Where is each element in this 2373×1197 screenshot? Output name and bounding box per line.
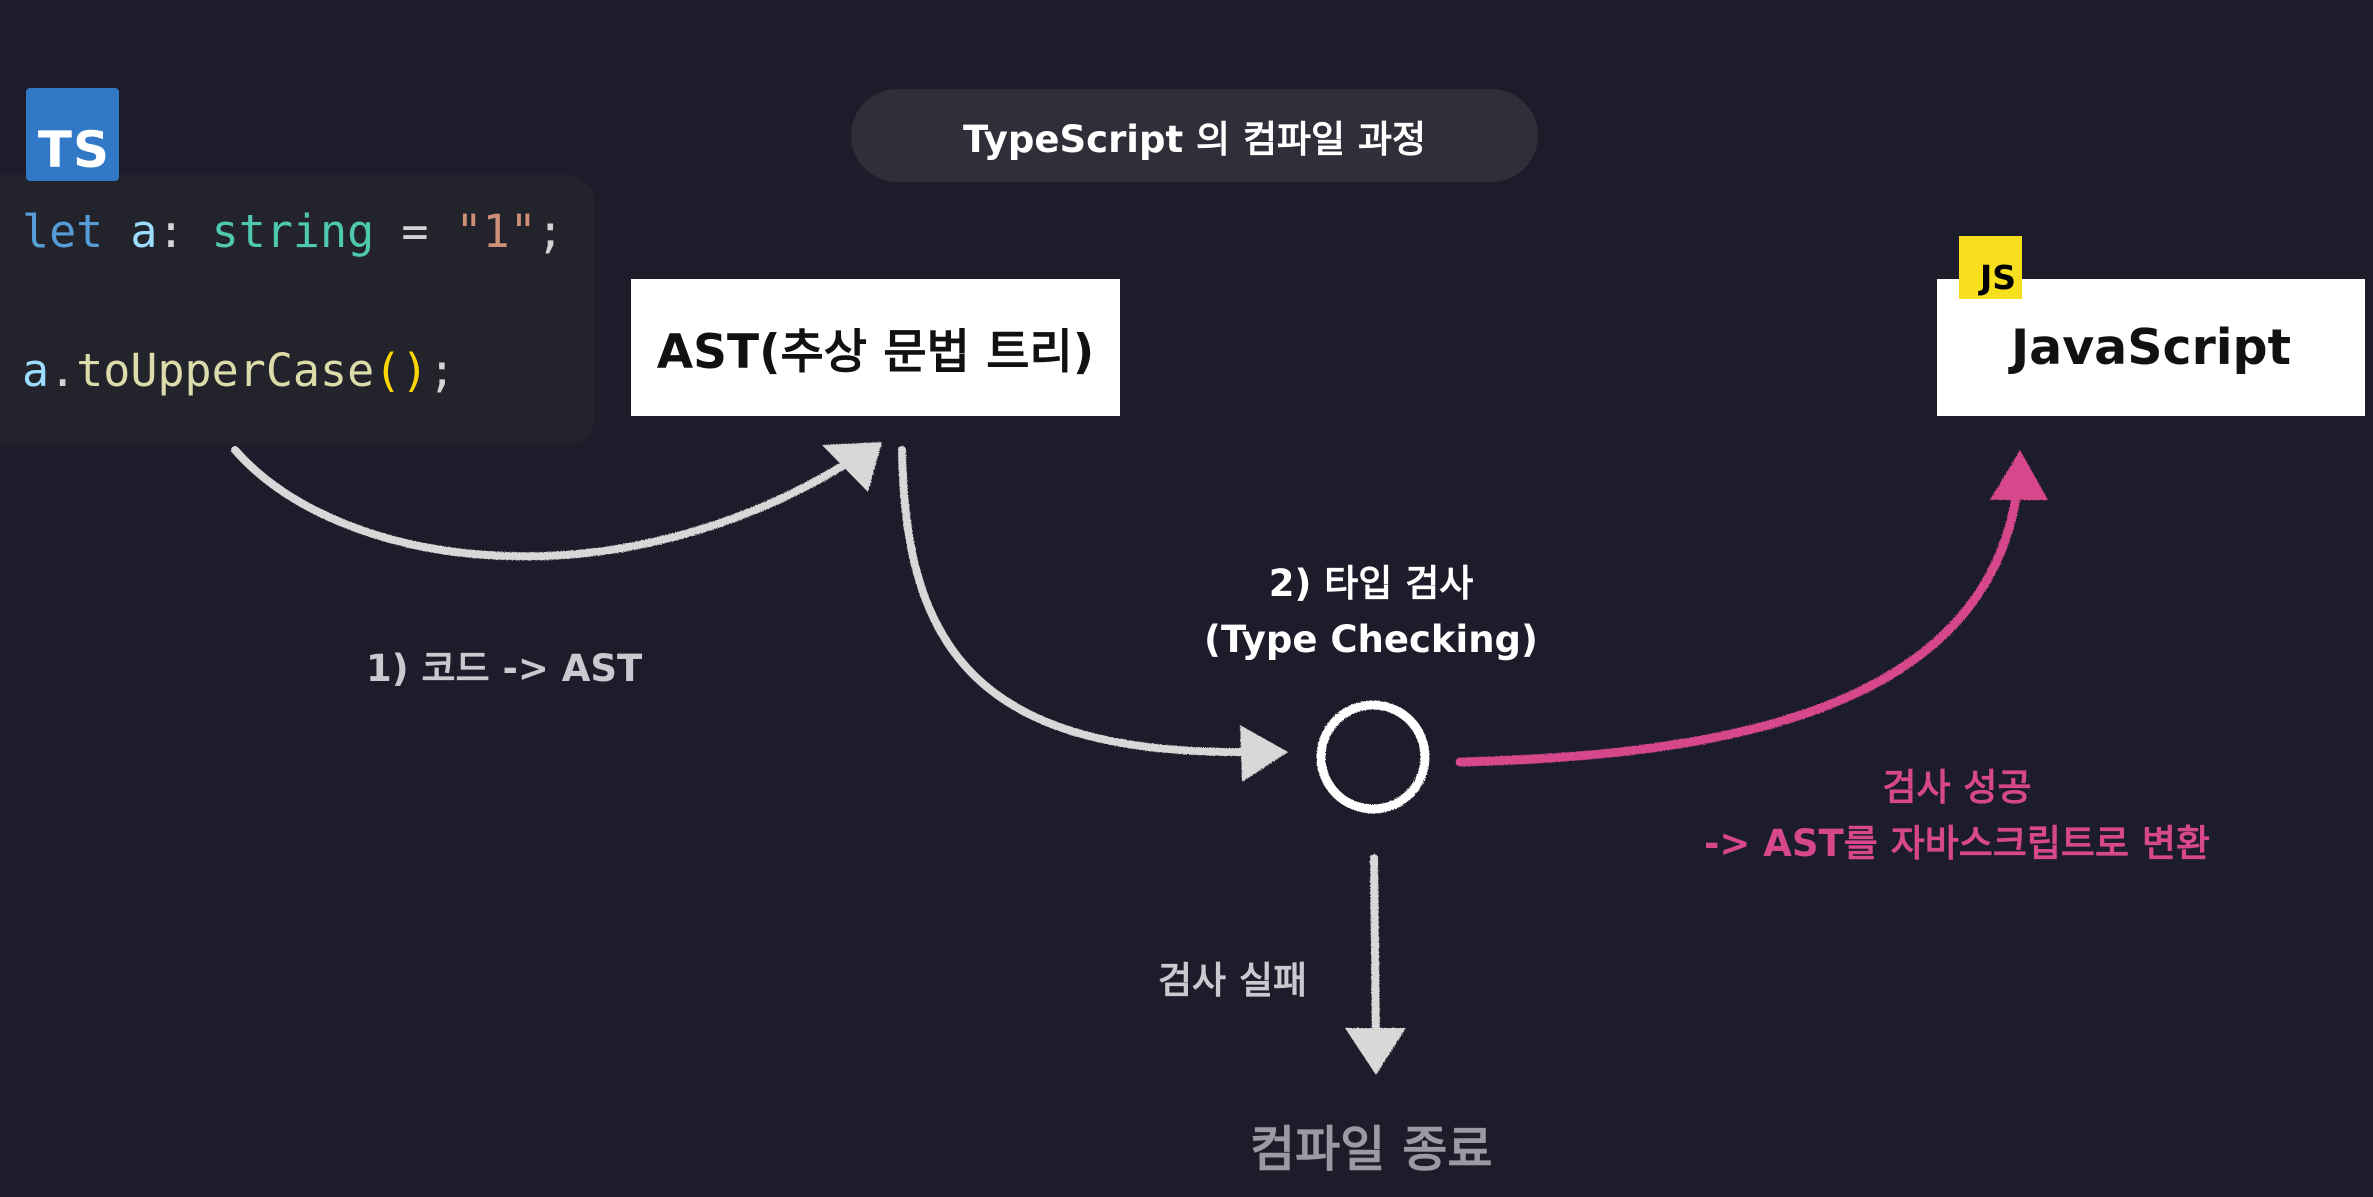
step1-label: 1) 코드 -> AST bbox=[366, 647, 643, 690]
page-title: TypeScript 의 컴파일 과정 bbox=[851, 89, 1538, 182]
type-check-node bbox=[1316, 700, 1430, 814]
arrow-check-to-end-head bbox=[1345, 1028, 1406, 1075]
code-variable: a bbox=[22, 344, 50, 397]
step2-label-line1: 2) 타입 검사 bbox=[1268, 562, 1474, 605]
ast-box: AST(추상 문법 트리) bbox=[631, 279, 1120, 416]
typescript-logo: TS bbox=[26, 88, 119, 181]
arrow-code-to-ast-head bbox=[822, 442, 882, 492]
fail-label: 검사 실패 bbox=[1158, 959, 1308, 1002]
success-label: 검사 성공 -> AST를 자바스크립트로 변환 bbox=[1652, 760, 2262, 872]
code-dot: . bbox=[49, 344, 77, 397]
arrow-check-to-js bbox=[1455, 480, 2023, 767]
code-line-2: a.toUpperCase(); bbox=[22, 344, 455, 397]
success-label-line2: -> AST를 자바스크립트로 변환 bbox=[1704, 822, 2210, 865]
code-line-1: let a: string = "1"; bbox=[22, 205, 564, 258]
arrow-check-to-js-head bbox=[1990, 450, 2048, 500]
arrow-ast-to-check bbox=[898, 446, 1254, 757]
code-equals: = bbox=[401, 205, 429, 258]
step2-label: 2) 타입 검사 (Type Checking) bbox=[1171, 556, 1571, 668]
code-type: string bbox=[211, 205, 375, 258]
code-colon: : bbox=[157, 205, 185, 258]
javascript-logo: JS bbox=[1959, 236, 2022, 299]
arrow-check-to-end bbox=[1370, 854, 1380, 1044]
code-semicolon: ; bbox=[428, 344, 456, 397]
javascript-box: JavaScript bbox=[1937, 279, 2365, 416]
code-keyword: let bbox=[22, 205, 104, 258]
code-function: toUpperCase bbox=[76, 344, 375, 397]
code-parens: () bbox=[374, 344, 429, 397]
code-panel bbox=[0, 175, 595, 445]
end-label: 컴파일 종료 bbox=[1250, 1121, 1493, 1178]
arrow-code-to-ast bbox=[231, 446, 864, 561]
code-semicolon: ; bbox=[536, 205, 564, 258]
arrow-ast-to-check-head bbox=[1240, 725, 1288, 782]
step2-label-line2: (Type Checking) bbox=[1204, 618, 1538, 661]
success-label-line1: 검사 성공 bbox=[1882, 766, 2032, 809]
code-string: "1" bbox=[455, 205, 537, 258]
code-variable: a bbox=[130, 205, 158, 258]
